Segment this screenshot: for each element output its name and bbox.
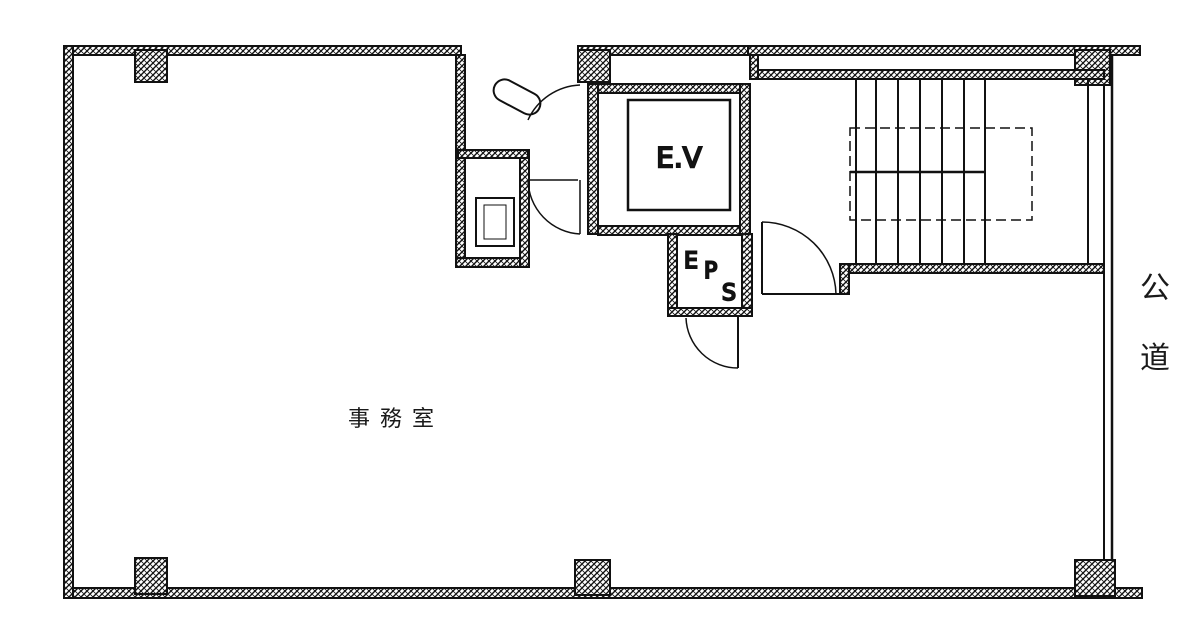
column bbox=[1074, 559, 1116, 597]
column bbox=[134, 557, 168, 595]
toilet-door-swing bbox=[527, 179, 581, 235]
elevator-label: E.V bbox=[656, 141, 702, 174]
elevator-car bbox=[626, 98, 732, 212]
stair-wall-left bbox=[749, 54, 759, 80]
elevator-wall-top bbox=[597, 83, 741, 94]
office-label: 事務室 bbox=[348, 407, 444, 432]
column bbox=[134, 49, 168, 83]
toilet-wall-left bbox=[455, 54, 466, 268]
wall-top-right bbox=[747, 45, 1141, 56]
column bbox=[574, 559, 611, 596]
public-road-label-2: 道 bbox=[1140, 341, 1170, 376]
toilet-wall-bottom bbox=[455, 257, 529, 268]
toilet-block bbox=[455, 54, 581, 268]
stair-wall-bottom bbox=[839, 263, 1105, 274]
eps-wall-bottom bbox=[667, 307, 753, 317]
toilet-wall-right bbox=[519, 149, 530, 268]
eps-door-swing bbox=[685, 317, 739, 369]
wall-top-left bbox=[65, 45, 462, 56]
stair-wall-divider bbox=[839, 263, 850, 295]
sink bbox=[475, 197, 515, 247]
eps-shaft: E P S bbox=[667, 233, 753, 369]
eps-label-e: E bbox=[684, 249, 698, 274]
toilet-bowl-icon bbox=[492, 78, 542, 116]
toilet-partition bbox=[457, 149, 529, 159]
stair-landing-dashed bbox=[849, 127, 1033, 221]
elevator-wall-right bbox=[739, 83, 751, 235]
eps-wall-right bbox=[741, 233, 753, 317]
stair-door-swing bbox=[761, 221, 837, 295]
sink-inner bbox=[483, 204, 507, 240]
toilet-door-swing-upper bbox=[527, 84, 581, 121]
wall-left bbox=[63, 45, 74, 599]
stair-wall-top bbox=[749, 69, 1105, 80]
eps-wall-left bbox=[667, 233, 678, 317]
public-road-label-1: 公 bbox=[1140, 271, 1170, 306]
columns bbox=[134, 49, 1116, 597]
elevator-wall-left bbox=[587, 83, 599, 235]
elevator-core: E.V bbox=[587, 83, 751, 236]
stairwell bbox=[749, 54, 1105, 295]
exterior-walls bbox=[63, 45, 1143, 599]
eps-label-s: S bbox=[722, 281, 736, 306]
column bbox=[577, 49, 611, 83]
eps-label-p: P bbox=[704, 259, 717, 284]
